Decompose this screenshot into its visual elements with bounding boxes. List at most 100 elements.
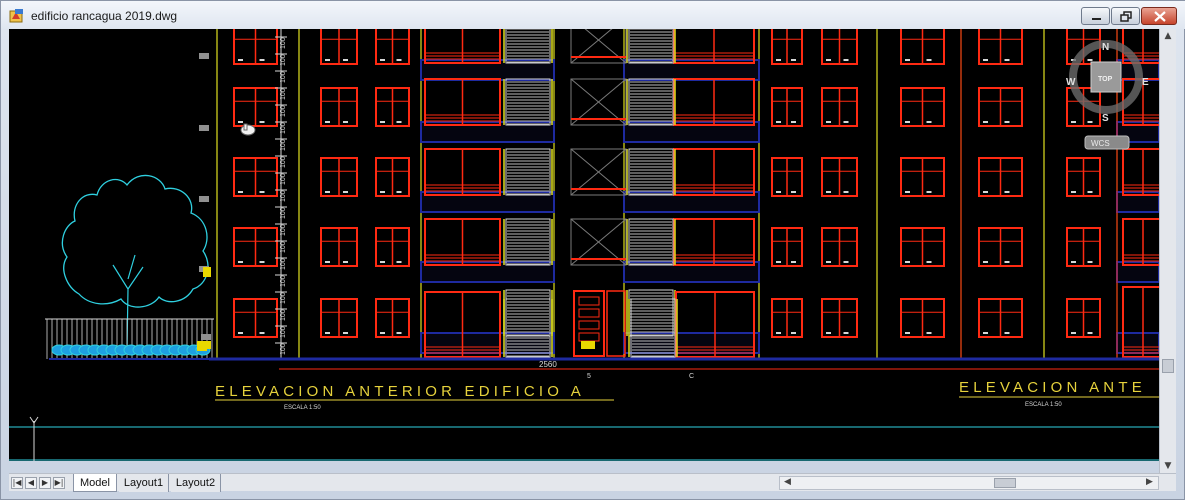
level-dimension-label: 100 [280,343,287,355]
balcony-door [424,78,501,126]
level-dimension-label: 100 [280,156,287,168]
level-dimension-label: 100 [280,326,287,338]
level-dimension-label: 100 [280,258,287,270]
vertical-scrollbar[interactable]: ▲ ▼ [1159,29,1176,473]
window [1066,227,1101,267]
window [320,298,358,338]
tree-symbol [45,174,214,359]
window [1066,157,1101,197]
level-dimension-label: 100 [280,71,287,83]
title-bar[interactable]: edificio rancagua 2019.dwg [1,1,1185,29]
grid-label-5: 5 [587,373,591,380]
scroll-down-icon[interactable]: ▼ [1164,461,1172,471]
scroll-up-icon[interactable]: ▲ [1164,31,1172,41]
level-dimension-label: 100 [280,241,287,253]
stair-window [503,218,553,266]
window-left-col [233,29,278,65]
level-dimension-label: 100 [280,54,287,66]
window [821,87,858,127]
window [978,227,1023,267]
close-icon [1154,11,1166,22]
window [375,298,410,338]
ucs-menu-label[interactable]: WCS [1091,139,1110,148]
building-elevation [216,29,1159,359]
main-elevation-title: ELEVACION ANTERIOR EDIFICIO A [215,383,585,400]
window [320,87,358,127]
level-dimension-label: 100 [280,139,287,151]
compass-east[interactable]: E [1142,77,1149,88]
window [978,87,1023,127]
window [771,29,803,65]
first-tab-icon[interactable]: |◀ [11,477,23,489]
maximize-button[interactable] [1111,7,1140,25]
minimize-button[interactable] [1081,7,1110,25]
elevation-drawing: 100 100 100 100 100 100 100 100 100 100 100 100 100 1… [9,29,1159,461]
ucs-menu[interactable]: WCS [1084,135,1130,150]
horizontal-scroll-thumb[interactable] [994,478,1016,488]
window [375,87,410,127]
balcony-door [424,29,501,64]
close-button[interactable] [1141,7,1177,25]
window [821,227,858,267]
window-left-col [233,227,278,267]
stair-window [503,78,553,126]
level-dimension-label: 100 [280,37,287,49]
level-dimensions: 100 100 100 100 100 100 100 100 100 100 100 100 100 1… [199,29,287,359]
minimize-icon [1092,18,1101,20]
window-left-col [233,157,278,197]
compass-west[interactable]: W [1066,77,1076,88]
shaft-opening [570,148,627,196]
compass-north[interactable]: N [1102,42,1109,53]
level-dimension-label: 100 [280,173,287,185]
scroll-left-icon[interactable]: ◀ [784,477,791,487]
vertical-scroll-thumb[interactable] [1162,359,1174,373]
window [320,29,358,65]
compass-south[interactable]: S [1102,113,1109,124]
window-left-col [233,298,278,338]
model-space-viewport[interactable]: 100 100 100 100 100 100 100 100 100 100 100 100 100 1… [9,29,1159,461]
window [900,227,945,267]
level-dimension-label: 100 [280,122,287,134]
viewcube[interactable]: TOP N S E W [1066,40,1149,124]
dimension-width-label: 2560 [539,360,557,369]
window [821,298,858,338]
window [900,157,945,197]
balcony-door [424,218,501,266]
next-tab-icon[interactable]: ▶ [39,477,51,489]
window [771,87,803,127]
window [978,29,1023,65]
mailbox-panel [573,290,626,357]
layout-tab-bar: |◀ ◀ ▶ ▶| Model Layout1 Layout2 ◀ ▶ [9,473,1176,492]
window [900,298,945,338]
ucs-icon [29,416,39,461]
balcony-door [673,218,755,266]
viewcube-top-face[interactable]: TOP [1098,76,1113,83]
previous-tab-icon[interactable]: ◀ [25,477,37,489]
tab-layout2[interactable]: Layout2 [171,474,221,492]
window [821,29,858,65]
window [900,87,945,127]
horizontal-scrollbar[interactable]: ◀ ▶ [779,476,1159,490]
main-scale-label: ESCALA 1:50 [284,405,321,411]
last-tab-icon[interactable]: ▶| [53,477,65,489]
level-dimension-label: 100 [280,224,287,236]
stair-window [503,148,553,196]
balcony-door [1122,148,1159,196]
balcony-door [673,29,755,64]
second-elevation-title: ELEVACION ANTE [959,379,1146,396]
scroll-right-icon[interactable]: ▶ [1146,477,1153,487]
second-scale-label: ESCALA 1:50 [1025,402,1062,408]
tab-model[interactable]: Model [73,474,117,492]
entrance-door [675,291,755,358]
level-dimension-label: 100 [280,190,287,202]
tab-layout1[interactable]: Layout1 [119,474,169,492]
balcony-door [424,148,501,196]
stair-window [503,29,553,64]
level-dimension-label: 100 [280,207,287,219]
window-title: edificio rancagua 2019.dwg [31,9,178,23]
stair-window [628,298,678,358]
stair-window [503,298,553,358]
window [375,227,410,267]
window [375,157,410,197]
level-dimension-label: 100 [280,292,287,304]
